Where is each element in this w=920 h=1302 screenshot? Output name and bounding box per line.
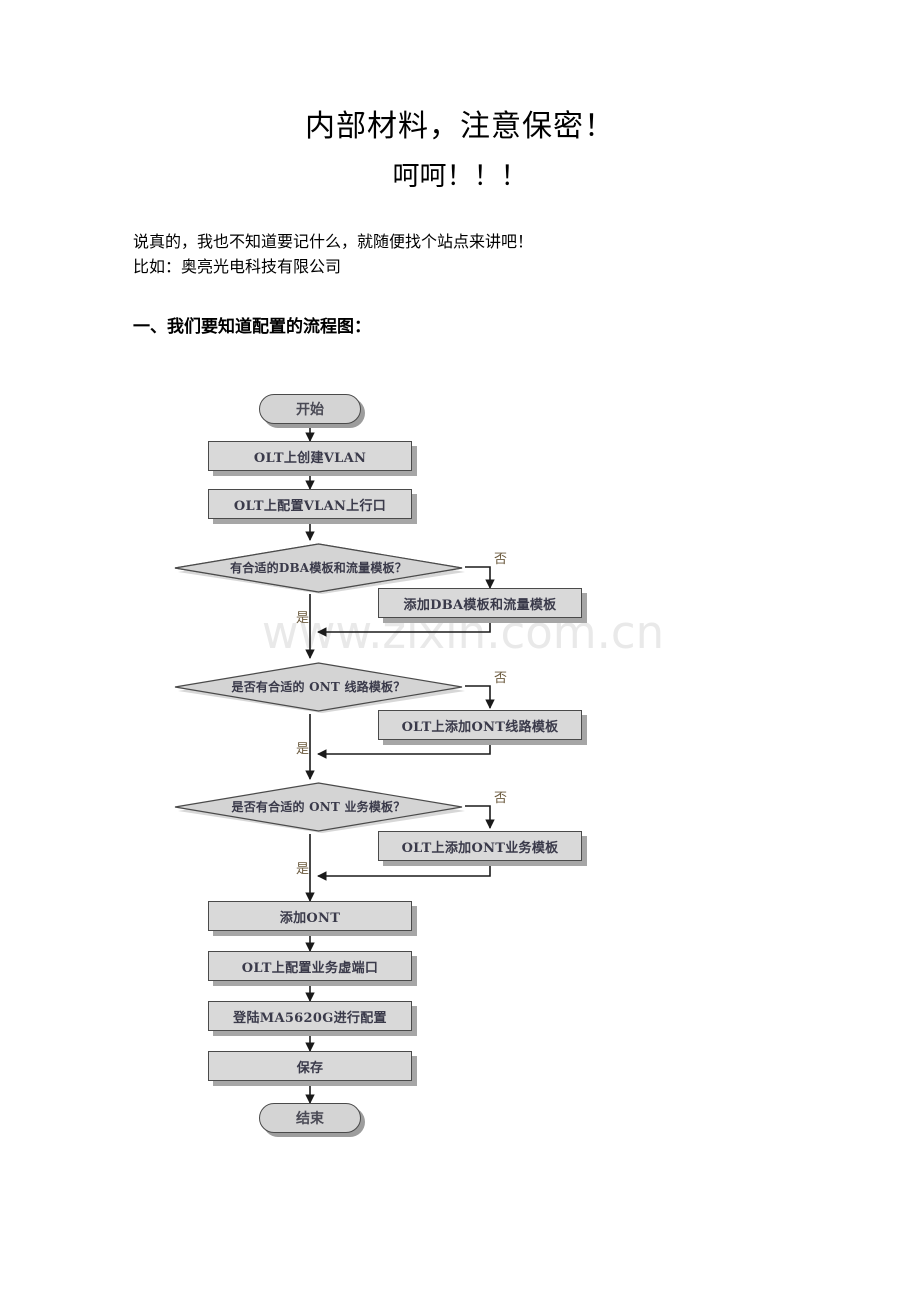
flow-node-decision-ont-service-label: 是否有合适的 ONT 业务模板？	[231, 799, 406, 814]
section-heading: 一、我们要知道配置的流程图：	[133, 317, 371, 337]
flow-node-add-dba-label: 添加DBA模板和流量模板	[403, 597, 557, 613]
intro-paragraph-line-2: 比如：奥亮光电科技有限公司	[133, 257, 342, 276]
flow-node-save[interactable]: 保存	[208, 1051, 412, 1081]
flow-node-create-vlan-label: OLT上创建VLAN	[253, 450, 367, 466]
flow-node-vlan-uplink[interactable]: OLT上配置VLAN上行口	[208, 489, 412, 519]
branch-label-no-ont-line: 否	[494, 671, 508, 686]
flow-node-login-ma5620g-label: 登陆MA5620G进行配置	[233, 1010, 387, 1026]
flow-node-add-dba[interactable]: 添加DBA模板和流量模板	[378, 588, 582, 618]
flow-node-create-vlan[interactable]: OLT上创建VLAN	[208, 441, 412, 471]
flow-node-vlan-uplink-label: OLT上配置VLAN上行口	[233, 498, 387, 514]
branch-label-yes-ont-line: 是	[296, 742, 310, 757]
flow-node-end[interactable]: 结束	[259, 1103, 361, 1133]
flow-node-start[interactable]: 开始	[259, 394, 361, 424]
flow-node-decision-ont-line-label: 是否有合适的 ONT 线路模板？	[231, 679, 406, 694]
flow-node-add-ont-label: 添加ONT	[279, 910, 341, 926]
branch-label-no-dba: 否	[494, 552, 508, 567]
flow-node-save-label: 保存	[296, 1060, 324, 1076]
flow-node-add-ont-line-label: OLT上添加ONT线路模板	[401, 719, 559, 735]
branch-label-yes-ont-service: 是	[296, 862, 310, 877]
flow-node-add-ont-service[interactable]: OLT上添加ONT业务模板	[378, 831, 582, 861]
flow-node-start-label: 开始	[296, 402, 324, 418]
flow-node-add-ont-service-label: OLT上添加ONT业务模板	[401, 840, 559, 856]
branch-label-yes-dba: 是	[296, 611, 310, 626]
flow-node-decision-dba-label: 有合适的DBA模板和流量模板？	[230, 560, 407, 575]
flow-node-add-ont[interactable]: 添加ONT	[208, 901, 412, 931]
page-title: 内部材料，注意保密！	[305, 109, 615, 144]
flow-node-login-ma5620g[interactable]: 登陆MA5620G进行配置	[208, 1001, 412, 1031]
page-subtitle: 呵呵！！！	[392, 161, 528, 192]
flow-node-decision-ont-line[interactable]: 是否有合适的 ONT 线路模板？	[172, 659, 465, 713]
flow-node-end-label: 结束	[296, 1111, 324, 1127]
flow-node-decision-dba[interactable]: 有合适的DBA模板和流量模板？	[172, 540, 465, 594]
intro-paragraph-line-1: 说真的，我也不知道要记什么，就随便找个站点来讲吧！	[133, 232, 534, 251]
flow-node-config-vport[interactable]: OLT上配置业务虚端口	[208, 951, 412, 981]
flow-node-decision-ont-service[interactable]: 是否有合适的 ONT 业务模板？	[172, 779, 465, 833]
flow-node-add-ont-line[interactable]: OLT上添加ONT线路模板	[378, 710, 582, 740]
branch-label-no-ont-service: 否	[494, 791, 508, 806]
flow-node-config-vport-label: OLT上配置业务虚端口	[241, 960, 379, 976]
